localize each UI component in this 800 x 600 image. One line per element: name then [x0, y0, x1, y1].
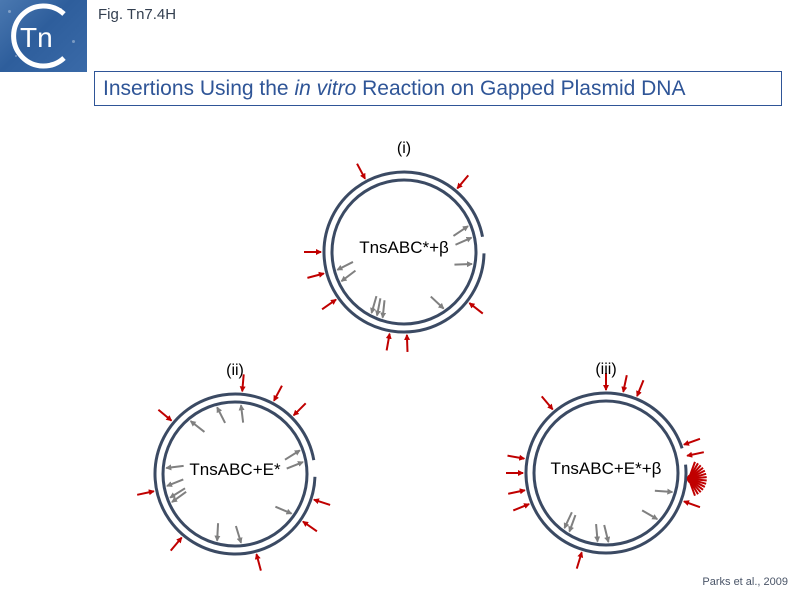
- insertion-arrow-icon: [273, 385, 283, 402]
- insertion-arrow-icon: [621, 374, 628, 393]
- gray-insertion-arrow-icon: [234, 525, 243, 544]
- insertion-arrow-icon: [169, 536, 183, 552]
- outer-gapped-strand: [524, 391, 688, 555]
- figure-label: Fig. Tn7.4H: [98, 6, 177, 23]
- insertion-arrow-icon: [254, 553, 262, 571]
- logo-text: Tn: [20, 22, 53, 53]
- gray-insertion-arrow-icon: [275, 505, 293, 515]
- insertion-arrow-icon: [507, 488, 526, 495]
- outer-gapped-strand: [153, 392, 317, 556]
- insertion-arrow-icon: [686, 451, 705, 458]
- gray-insertion-arrow-icon: [452, 225, 469, 237]
- insertion-arrow-icon: [683, 437, 701, 446]
- gray-insertion-arrow-icon: [455, 236, 473, 246]
- gray-insertion-arrow-icon: [454, 261, 473, 268]
- gray-insertion-arrow-icon: [603, 524, 611, 543]
- outer-gapped-strand: [322, 170, 486, 334]
- insertion-arrow-icon: [292, 402, 307, 417]
- insertion-arrow-icon: [385, 332, 392, 351]
- inner-strand: [330, 178, 478, 326]
- inner-strand: [161, 400, 309, 548]
- gray-insertion-arrow-icon: [370, 295, 378, 314]
- insertion-arrow-icon: [512, 503, 530, 512]
- insertion-arrow-icon: [456, 174, 470, 190]
- gray-insertion-arrow-icon: [189, 420, 206, 433]
- c-ring-icon: Tn: [11, 3, 66, 69]
- insertion-arrow-icon: [404, 333, 411, 352]
- plasmid-ii: [136, 374, 331, 571]
- gray-insertion-arrow-icon: [166, 478, 184, 487]
- title-part1: Insertions Using the: [103, 76, 295, 100]
- gray-insertion-arrow-icon: [563, 511, 573, 530]
- gray-insertion-arrow-icon: [165, 464, 184, 471]
- inner-strand: [532, 399, 680, 547]
- insertion-cluster-icon: [686, 461, 707, 497]
- gray-insertion-arrow-icon: [169, 487, 186, 499]
- gray-insertion-arrow-icon: [216, 406, 226, 424]
- gray-insertion-arrow-icon: [171, 490, 187, 503]
- gray-insertion-arrow-icon: [641, 509, 659, 521]
- gray-insertion-arrow-icon: [375, 298, 382, 317]
- gray-insertion-arrow-icon: [238, 404, 245, 423]
- insertion-arrow-icon: [468, 302, 484, 315]
- plasmid-i: [304, 163, 486, 352]
- gray-insertion-arrow-icon: [568, 514, 577, 533]
- insertion-arrow-icon: [507, 454, 526, 461]
- insertion-arrow-icon: [302, 520, 318, 533]
- insertion-arrow-icon: [307, 271, 325, 279]
- reaction-label-ii: TnsABC+E*: [189, 460, 281, 479]
- panel-label-ii: (ii): [226, 362, 244, 379]
- insertion-arrow-icon: [356, 163, 366, 180]
- gray-insertion-arrow-icon: [284, 449, 301, 461]
- slide-title: Insertions Using the in vitro Reaction o…: [94, 71, 782, 106]
- insertion-arrow-icon: [540, 395, 554, 411]
- plasmid-iii: [506, 373, 707, 569]
- gray-insertion-arrow-icon: [380, 300, 387, 319]
- gray-insertion-arrow-icon: [340, 269, 357, 282]
- gray-insertion-arrow-icon: [286, 461, 304, 470]
- insertion-arrow-icon: [136, 489, 155, 496]
- reaction-label-i: TnsABC*+β: [359, 238, 449, 257]
- gray-insertion-arrow-icon: [594, 523, 601, 543]
- title-italic: in vitro: [294, 76, 357, 100]
- gray-insertion-arrow-icon: [214, 523, 221, 542]
- reaction-label-iii: TnsABC+E*+β: [550, 459, 662, 478]
- insertion-arrow-icon: [312, 498, 331, 506]
- insertion-arrow-icon: [683, 500, 701, 509]
- tn-logo: Tn: [0, 0, 87, 72]
- gray-insertion-arrow-icon: [654, 488, 674, 495]
- panel-label-i: (i): [396, 140, 412, 157]
- gray-insertion-arrow-icon: [336, 261, 354, 271]
- insertion-arrow-icon: [636, 379, 645, 397]
- insertion-arrow-icon: [157, 408, 173, 422]
- citation: Parks et al., 2009: [702, 576, 788, 588]
- insertion-arrow-icon: [239, 374, 246, 393]
- title-part2: Reaction on Gapped Plasmid DNA: [356, 76, 686, 100]
- gray-insertion-arrow-icon: [430, 295, 445, 310]
- panel-label-iii: (iii): [595, 361, 617, 378]
- insertion-arrow-icon: [575, 551, 584, 569]
- insertion-arrow-icon: [321, 298, 337, 311]
